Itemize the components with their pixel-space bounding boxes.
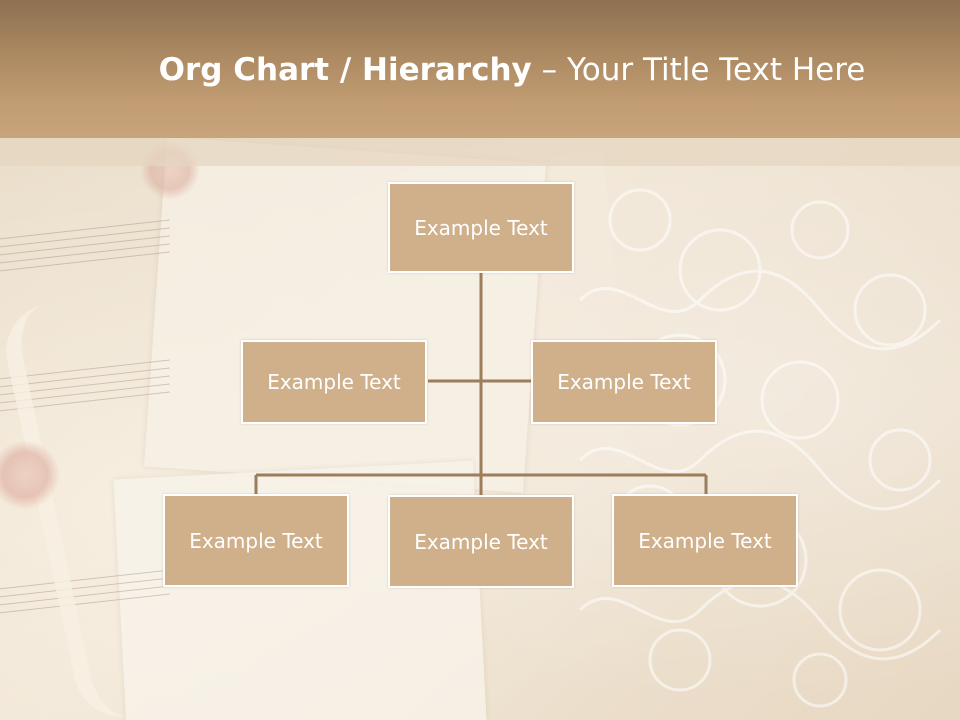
title-bold: Org Chart / Hierarchy	[158, 52, 532, 88]
sheet-music-decoration	[0, 219, 170, 614]
org-node-label: Example Text	[557, 370, 691, 394]
org-node-label: Example Text	[267, 370, 401, 394]
org-node-label: Example Text	[189, 528, 323, 553]
org-node-child-left[interactable]: Example Text	[163, 494, 349, 587]
org-node-child-middle[interactable]: Example Text	[388, 495, 574, 588]
org-node-root[interactable]: Example Text	[388, 182, 574, 273]
org-node-label: Example Text	[414, 215, 548, 240]
org-node-assistant-left[interactable]: Example Text	[241, 340, 427, 424]
title-subtitle: Your Title Text Here	[566, 52, 866, 88]
org-node-label: Example Text	[414, 529, 548, 554]
org-node-assistant-right[interactable]: Example Text	[531, 340, 717, 424]
lace-decoration	[578, 188, 942, 708]
org-node-child-right[interactable]: Example Text	[612, 494, 798, 587]
title-bar-stripe	[0, 138, 960, 166]
title-bar	[0, 0, 960, 138]
title-dash: –	[531, 52, 567, 88]
org-node-label: Example Text	[638, 528, 772, 553]
rose-decoration	[0, 440, 60, 510]
slide-title: Org Chart / Hierarchy – Your Title Text …	[32, 52, 960, 88]
